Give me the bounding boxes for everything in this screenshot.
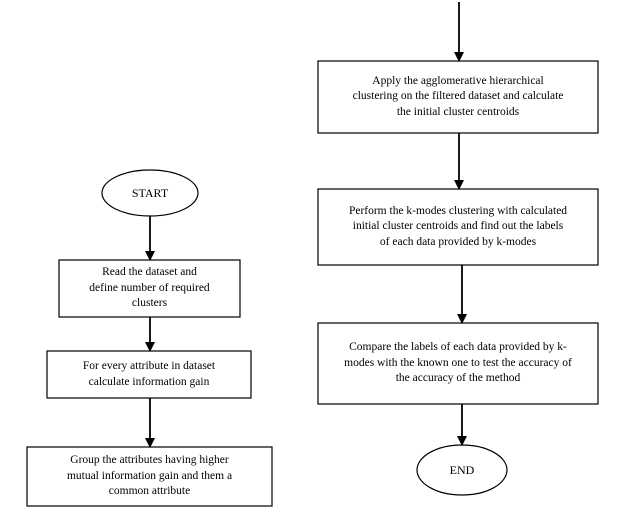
start-label: START: [131, 185, 169, 200]
step-3-label: Group the attributes having higher mutua…: [66, 454, 233, 498]
step-1-box: [58, 259, 241, 318]
step-3-box: [26, 446, 273, 507]
step-2-label: For every attribute in dataset calculate…: [82, 359, 216, 388]
step-6-box: [317, 322, 599, 405]
step-4-box: [317, 60, 599, 134]
step-6-label: Compare the labels of each data provided…: [344, 341, 572, 385]
step-5-box: [317, 188, 599, 266]
end-label: END: [449, 462, 475, 477]
step-5-label: Perform the k-modes clustering with calc…: [348, 204, 568, 248]
step-4-label: Apply the agglomerative hierarchical clu…: [352, 74, 564, 118]
step-1-label: Read the dataset and define number of re…: [89, 266, 210, 310]
